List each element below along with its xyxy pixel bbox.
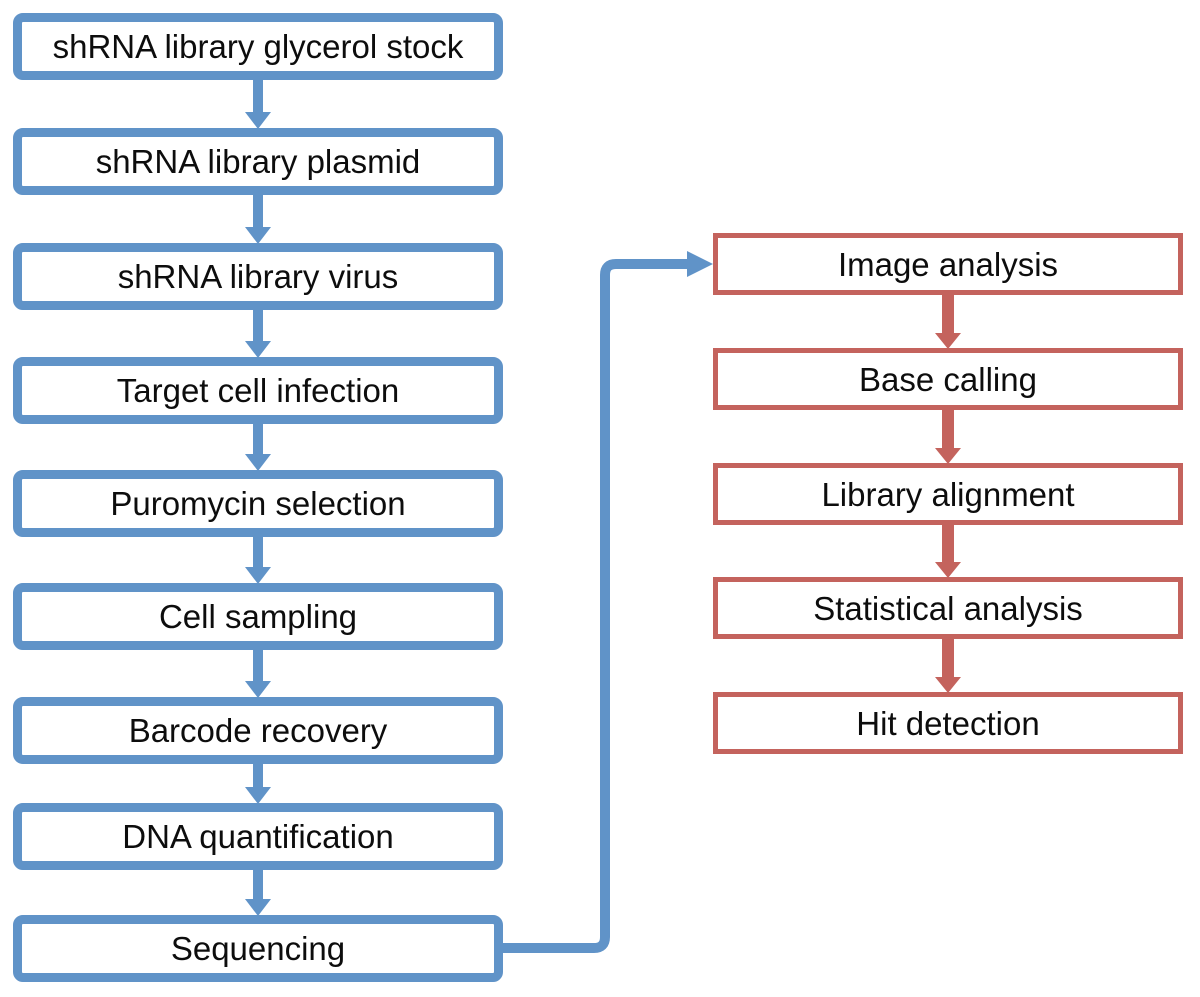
step-label: shRNA library plasmid [95,143,421,180]
down-arrow-red-1 [935,295,961,349]
step-label: Barcode recovery [128,712,388,749]
step-label: Sequencing [170,930,346,967]
down-arrow-blue-5 [245,536,271,584]
down-arrow-red-3 [935,525,961,578]
step-label: Library alignment [821,475,1075,513]
step-shrna-library-glycerol-stock: shRNA library glycerol stock [13,13,503,80]
step-label: Cell sampling [158,598,358,635]
down-arrow-blue-1 [245,79,271,129]
down-arrow-red-4 [935,639,961,693]
connector-arrowhead [687,251,713,277]
step-target-cell-infection: Target cell infection [13,357,503,424]
step-image-analysis: Image analysis [713,233,1183,295]
step-hit-detection: Hit detection [713,692,1183,754]
step-label: DNA quantification [122,818,394,855]
step-sequencing: Sequencing [13,915,503,982]
step-label: shRNA library virus [117,258,399,295]
step-label: Statistical analysis [813,589,1083,627]
down-arrow-blue-6 [245,649,271,698]
step-puromycin-selection: Puromycin selection [13,470,503,537]
step-base-calling: Base calling [713,348,1183,410]
sequencing-to-image-analysis-connector [502,251,713,953]
step-label: Image analysis [837,245,1059,283]
step-cell-sampling: Cell sampling [13,583,503,650]
down-arrow-blue-4 [245,423,271,471]
step-label: Hit detection [856,704,1040,742]
step-shrna-library-virus: shRNA library virus [13,243,503,310]
down-arrow-blue-2 [245,194,271,244]
step-barcode-recovery: Barcode recovery [13,697,503,764]
step-statistical-analysis: Statistical analysis [713,577,1183,639]
step-shrna-library-plasmid: shRNA library plasmid [13,128,503,195]
step-label: Base calling [859,360,1037,398]
step-label: Puromycin selection [110,485,406,522]
step-label: shRNA library glycerol stock [52,28,464,65]
down-arrow-blue-3 [245,309,271,358]
down-arrow-red-2 [935,410,961,464]
down-arrow-blue-8 [245,869,271,916]
step-library-alignment: Library alignment [713,463,1183,525]
step-label: Target cell infection [116,372,400,409]
down-arrow-blue-7 [245,763,271,804]
step-dna-quantification: DNA quantification [13,803,503,870]
